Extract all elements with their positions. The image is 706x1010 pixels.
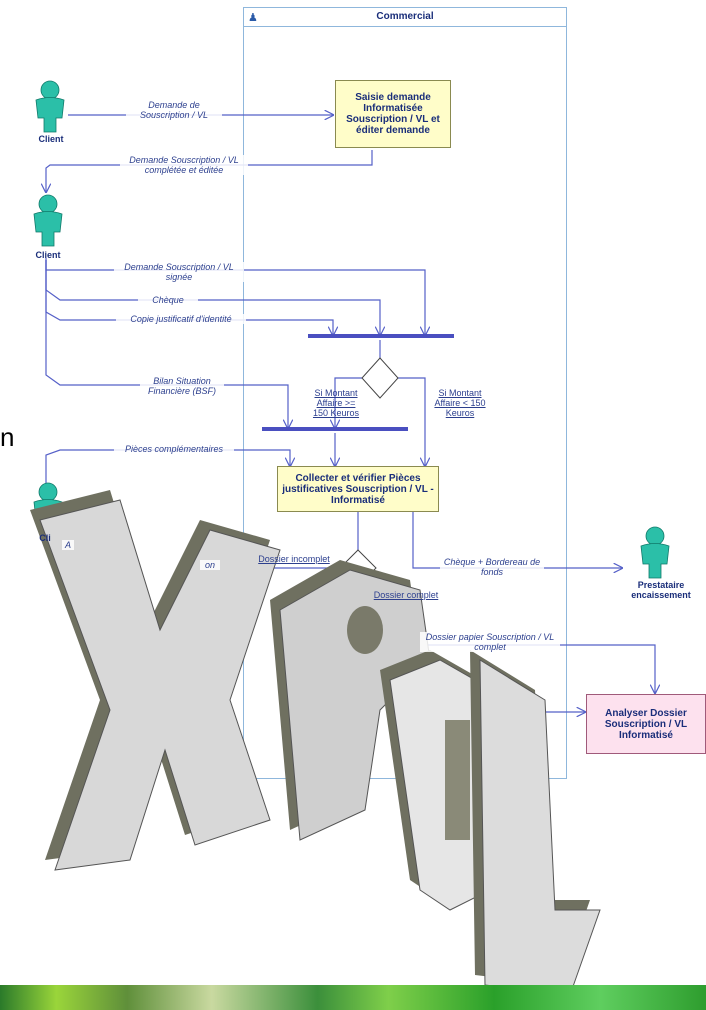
flow-label-dossier-papier: Dossier papier Souscription / VL complet [420,632,560,652]
flow-label-signee: Demande Souscription / VL signée [114,262,244,282]
flow-label-fragment: A [62,540,74,550]
activity-analyser-dossier[interactable]: Analyser Dossier Souscription / VL Infor… [586,694,706,754]
flow-label-copie: Copie justificatif d'identité [116,314,246,324]
flow-label-cheque-bordereau: Chèque + Bordereau de fonds [440,557,544,577]
client-actor-icon [33,80,670,579]
actor-client-label: Client [38,134,64,144]
flow-label-pieces: Pièces complémentaires [114,444,234,454]
swimlane-title: Commercial [244,8,566,27]
side-text-fragment: n [0,422,15,452]
condition-montant-inf: Si Montant Affaire < 150 Keuros [434,388,486,418]
condition-montant-sup: Si Montant Affaire >= 150 Keuros [312,388,360,418]
activity-collecter-pieces[interactable]: Collecter et vérifier Pièces justificati… [277,466,439,512]
condition-dossier-complet: Dossier complet [373,590,439,600]
actor-prestataire-label: Prestataire encaissement [631,580,691,600]
flow-label-bilan: Bilan Situation Financière (BSF) [140,376,224,396]
flow-label-completee: Demande Souscription / VL complétée et é… [120,155,248,175]
flow-label-fragment: on [200,560,220,570]
flow-label-demande: Demande de Souscription / VL [126,100,222,120]
actor-client-label: Cli [39,533,51,543]
condition-dossier-incomplet: Dossier incomplet [258,554,330,564]
flow-label-cheque: Chèque [138,295,198,305]
footer-decorative-strip [0,985,706,1010]
actor-client-label: Client [35,250,61,260]
xpdl-wordart [30,490,601,996]
activity-saisie-demande[interactable]: Saisie demande Informatisée Souscription… [335,80,451,148]
lane-actor-icon: ♟ [248,12,258,24]
